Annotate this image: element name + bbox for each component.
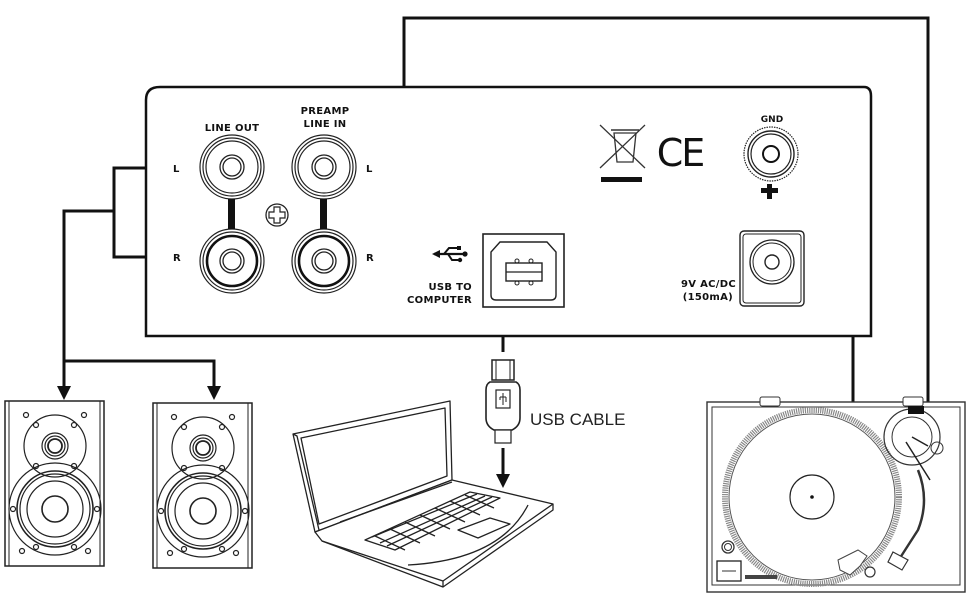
power-label-1: 9V AC/DC xyxy=(681,279,736,290)
laptop xyxy=(292,400,554,588)
line-out-label: LINE OUT xyxy=(205,123,260,134)
turntable xyxy=(706,396,966,593)
gnd-label: GND xyxy=(761,115,783,125)
preamp-jack-connector xyxy=(320,199,327,229)
weee-bin-icon xyxy=(599,124,646,182)
speaker-right xyxy=(152,402,253,569)
usb-label-2: COMPUTER xyxy=(407,295,472,306)
line-out-right-label: R xyxy=(173,253,181,264)
arrow-right-speaker xyxy=(207,386,221,400)
arrow-left-speaker xyxy=(57,386,71,400)
line-out-left-label: L xyxy=(173,164,180,175)
preamp-label-1: PREAMP xyxy=(301,106,350,117)
preamp-label-2: LINE IN xyxy=(304,119,347,130)
usb-b-port[interactable] xyxy=(482,233,565,308)
ground-icon xyxy=(761,184,778,199)
preamp-right-jack[interactable] xyxy=(291,228,357,294)
panel-outline xyxy=(144,85,873,338)
usb-label-1: USB TO xyxy=(428,282,472,293)
gnd-terminal[interactable] xyxy=(743,126,799,182)
line-out-left-jack[interactable] xyxy=(199,134,265,200)
screw-icon xyxy=(265,203,289,227)
usb-icon xyxy=(432,246,468,263)
tonearm xyxy=(898,469,926,559)
preamp-left-label: L xyxy=(366,164,373,175)
device-rear-panel: LINE OUT PREAMP LINE IN L R L R xyxy=(144,85,873,338)
preamp-right-label: R xyxy=(366,253,374,264)
usb-cable-plug xyxy=(485,359,521,444)
power-jack[interactable] xyxy=(739,230,805,307)
arrow-usb-down xyxy=(496,474,510,488)
speaker-left xyxy=(4,400,105,567)
ce-mark-icon: CE xyxy=(657,131,704,175)
line-out-jack-connector xyxy=(228,199,235,229)
power-label-2: (150mA) xyxy=(683,292,733,303)
usb-cable-label: USB CABLE xyxy=(530,410,625,429)
